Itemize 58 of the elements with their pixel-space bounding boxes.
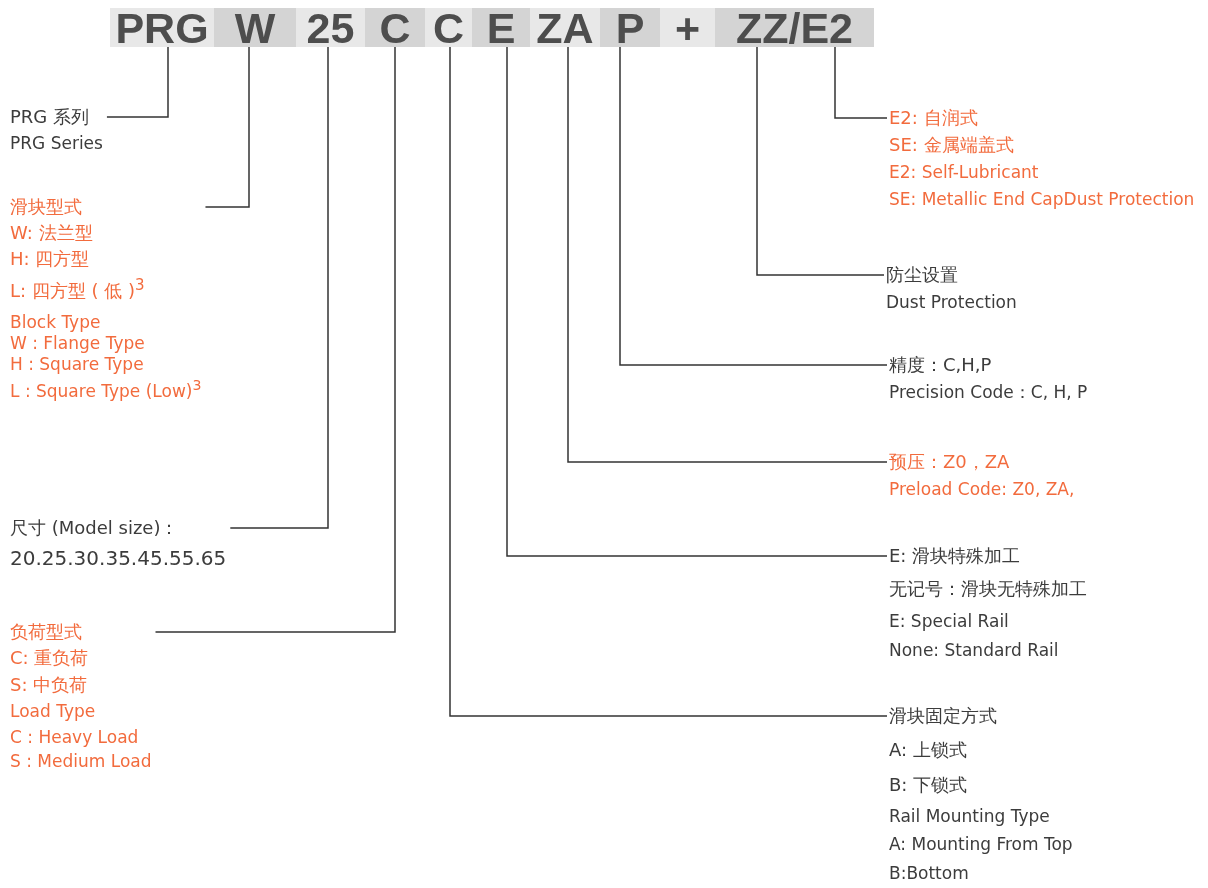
description-text: Block Type [10, 312, 102, 333]
heading-text: 预压：Z0，ZA [889, 450, 1011, 474]
code-segment: ZZ/E2 [715, 8, 874, 47]
description-text: B: 下锁式 [889, 773, 969, 797]
heading-text: 滑块型式 [10, 195, 83, 219]
description-text: Load Type [10, 700, 97, 723]
code-segment: + [660, 8, 715, 47]
leader-line [204, 46, 250, 208]
code-segment: E [472, 8, 530, 47]
description-text: Precision Code：C, H, P [889, 381, 1088, 404]
description-text: H: 四方型 [10, 247, 91, 271]
heading-text: 负荷型式 [10, 620, 83, 644]
description-text: A: 上锁式 [889, 738, 968, 762]
description-text: E2: Self-Lubricant [889, 161, 1040, 184]
description-text: None: Standard Rail [889, 639, 1060, 662]
leader-line [449, 46, 888, 717]
description-text: SE: 金属端盖式 [889, 133, 1015, 157]
leader-line [106, 46, 169, 118]
code-segment: C [365, 8, 425, 47]
description-text: 20.25.30.35.45.55.65 [10, 545, 227, 572]
description-text: Dust Protection [886, 291, 1017, 314]
description-text: H : Square Type [10, 354, 145, 375]
description-text: S: 中负荷 [10, 673, 89, 697]
heading-text: PRG 系列 [10, 105, 91, 129]
description-text: W: 法兰型 [10, 221, 94, 245]
code-segment: C [425, 8, 472, 47]
heading-text: 尺寸 (Model size)： [10, 516, 180, 540]
heading-text: 精度：C,H,P [889, 353, 993, 377]
leader-line [756, 46, 885, 276]
description-text: E: Special Rail [889, 610, 1010, 633]
leader-line [506, 46, 888, 557]
description-text: L: 四方型 ( 低 )$^{3}$ [10, 275, 146, 303]
code-segment: ZA [530, 8, 600, 47]
leader-line [619, 46, 888, 366]
description-text: S : Medium Load [10, 750, 152, 773]
description-text: A: Mounting From Top [889, 833, 1073, 856]
heading-text: 防尘设置 [886, 263, 959, 287]
heading-text: E2: 自润式 [889, 106, 979, 130]
heading-text: E: 滑块特殊加工 [889, 544, 1022, 568]
code-segment: PRG [110, 8, 214, 47]
description-text: Preload Code: Z0, ZA, [889, 478, 1075, 501]
leader-line [154, 46, 396, 633]
description-text: Rail Mounting Type [889, 805, 1051, 828]
description-text: B:Bottom [889, 862, 970, 885]
code-segment: P [600, 8, 660, 47]
description-text: 无记号：滑块无特殊加工 [889, 577, 1087, 601]
description-text: C: 重负荷 [10, 646, 90, 670]
heading-text: 滑块固定方式 [889, 704, 998, 728]
description-text: PRG Series [10, 132, 103, 155]
leader-line [229, 46, 329, 529]
description-text: L : Square Type (Low)$^{3}$ [10, 376, 202, 402]
description-text: C : Heavy Load [10, 726, 140, 749]
leader-line [834, 46, 888, 119]
description-text: SE: Metallic End CapDust Protection [889, 188, 1195, 211]
leader-line [567, 46, 888, 463]
description-text: W : Flange Type [10, 333, 146, 354]
code-segment: 25 [296, 8, 365, 47]
code-segment: W [214, 8, 296, 47]
